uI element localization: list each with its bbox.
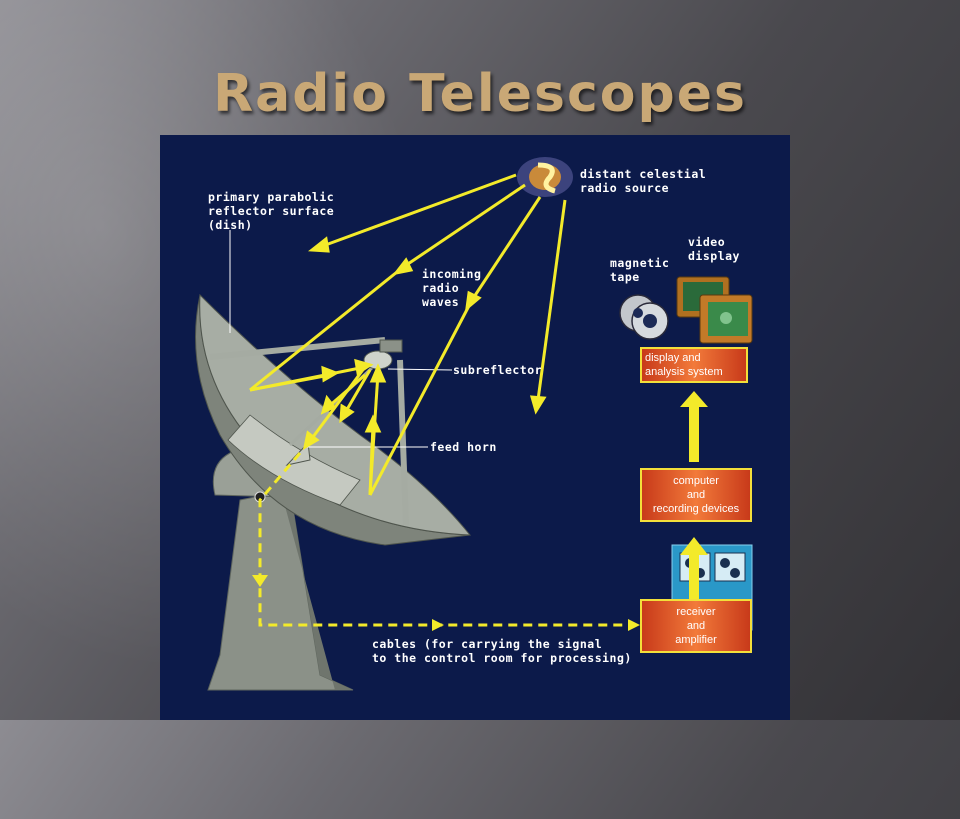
box-display-analysis: display and analysis system xyxy=(640,347,748,383)
strut-right xyxy=(397,359,409,526)
subreflector-pointer xyxy=(387,368,453,371)
label-radio-source: distant celestial radio source xyxy=(580,167,707,195)
radio-source-icon xyxy=(517,157,573,197)
signal-cable xyxy=(252,452,640,631)
label-video-display: video display xyxy=(688,235,740,263)
strut-upper xyxy=(209,337,386,360)
flow-arrows xyxy=(680,391,708,605)
subreflector-mount xyxy=(379,339,403,353)
box-computer-recording: computer and recording devices xyxy=(640,468,752,522)
label-feed-horn: feed horn xyxy=(430,440,497,454)
label-cables: cables (for carrying the signal to the c… xyxy=(372,637,632,665)
reflected-rays xyxy=(249,358,387,496)
incoming-rays xyxy=(249,173,567,496)
slide-title: Radio Telescopes xyxy=(213,64,747,124)
label-radio-waves: incoming radio waves xyxy=(422,267,482,309)
video-display-icon xyxy=(676,276,753,344)
box-receiver-amplifier: receiver and amplifier xyxy=(640,599,752,653)
label-dish: primary parabolic reflector surface (dis… xyxy=(208,190,335,232)
label-subreflector: subreflector xyxy=(453,363,543,377)
radio-telescope-diagram: distant celestial radio source primary p… xyxy=(160,135,790,720)
label-magnetic-tape: magnetic tape xyxy=(610,256,670,284)
magnetic-tape-icon xyxy=(619,294,669,340)
